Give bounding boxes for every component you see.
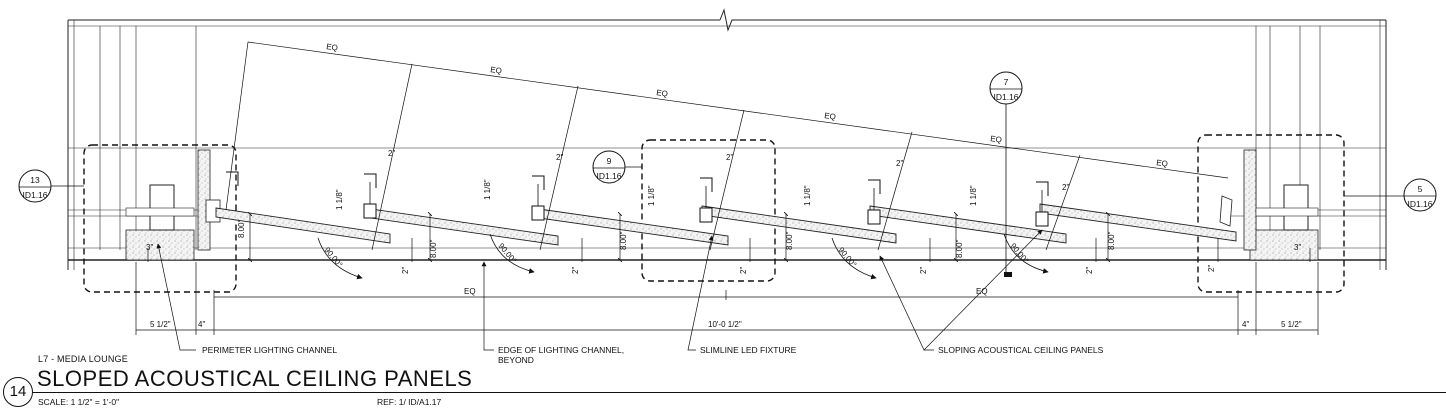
panel-clip-block (867, 209, 881, 225)
panel-clip-block (363, 203, 377, 219)
dim-eight-6: 8.00" (1107, 231, 1116, 250)
perimeter-lighting-channel-left (125, 149, 221, 261)
dim-two-top-2: 2" (556, 153, 563, 162)
panel-hanger-clip (700, 177, 713, 192)
detail-bubble-13[interactable]: 13 ID1.16 (18, 169, 84, 203)
bubble-13-sheet: ID1.16 (22, 190, 47, 200)
perimeter-lighting-channel-right (1219, 149, 1319, 261)
panel-hanger-clip (226, 171, 239, 186)
horizontal-dimensions (135, 248, 1319, 335)
drawing-subtitle: L7 - MEDIA LOUNGE (38, 354, 128, 364)
dim-right-gap: 4" (1242, 320, 1249, 329)
dim-eight-3: 8.00" (619, 231, 628, 250)
callout-slimline-led: SLIMLINE LED FIXTURE (700, 345, 797, 355)
bubble-5-num: 5 (1418, 184, 1423, 194)
angle-2: 90.00° (496, 242, 518, 266)
acoustical-panel (1039, 203, 1237, 242)
dim-eighth-4: 1 1/8" (803, 185, 812, 206)
dim-two-5: 2" (1085, 267, 1094, 274)
panel-clip-block (531, 205, 545, 221)
dim-two-1: 2" (401, 267, 410, 274)
callout-perimeter-lighting: PERIMETER LIGHTING CHANNEL (202, 345, 337, 355)
callout-beyond: BEYOND (498, 355, 534, 365)
callouts: PERIMETER LIGHTING CHANNEL EDGE OF LIGHT… (202, 345, 1104, 365)
panel-hanger-clip (532, 175, 545, 190)
drawing-title: SLOPED ACOUSTICAL CEILING PANELS (37, 366, 473, 391)
eq-label-5: EQ (990, 134, 1003, 145)
acoustical-panel (531, 207, 729, 246)
callout-sloping-panels: SLOPING ACOUSTICAL CEILING PANELS (938, 345, 1104, 355)
dim-eighth-2: 1 1/8" (483, 179, 492, 200)
acoustical-panel (363, 207, 559, 246)
dim-right-offset: 5 1/2" (1281, 320, 1302, 329)
bubble-9-sheet: ID1.16 (596, 171, 621, 181)
drawing-reference: REF: 1/ ID/A1.17 (377, 397, 442, 407)
break-line (719, 8, 738, 32)
bubble-7-sheet: ID1.16 (993, 92, 1018, 102)
dim-two-top-4: 2" (896, 159, 903, 168)
eq-label-3: EQ (656, 88, 669, 99)
eq-label-2: EQ (490, 65, 503, 76)
dim-two-top-3: 2" (726, 153, 733, 162)
detail-box-9 (641, 139, 776, 282)
callout-leaders (156, 229, 1043, 351)
dim-eight-1: 8.00" (237, 219, 246, 238)
dim-two-2: 2" (571, 267, 580, 274)
bubble-13-num: 13 (30, 175, 40, 185)
eq-label-1: EQ (326, 42, 339, 53)
dim-eighth-5: 1 1/8" (969, 185, 978, 206)
bubble-9-num: 9 (607, 156, 612, 166)
dimension-labels: EQ EQ EQ EQ EQ EQ EQ EQ 5 1/2" 4" 10'-0 … (146, 42, 1302, 329)
eq-label-6: EQ (1156, 158, 1169, 169)
drawing-scale: SCALE: 1 1/2" = 1'-0" (38, 397, 120, 407)
detail-bubble-5[interactable]: 5 ID1.16 (1344, 178, 1437, 212)
dim-eighth-1: 1 1/8" (335, 189, 344, 210)
dim-two-top-5: 2" (1062, 183, 1069, 192)
dim-eight-2: 8.00" (429, 239, 438, 258)
dim-overall: 10'-0 1/2" (708, 320, 742, 329)
dim-two-top-1: 2" (388, 149, 395, 158)
dim-two-6: 2" (1207, 265, 1216, 272)
dim-two-3: 2" (739, 267, 748, 274)
panel-hanger-clip (1036, 181, 1049, 196)
angle-1: 90.00° (322, 246, 344, 270)
acoustical-panel (701, 205, 897, 244)
acoustical-panel (215, 207, 391, 244)
angle-3: 90.00° (836, 246, 858, 270)
view-number-bubble: 14 (3, 377, 33, 407)
detail-box-5 (1197, 134, 1345, 293)
panel-clip-block (1035, 211, 1049, 227)
detail-bubble-7[interactable]: 7 ID1.16 (989, 71, 1023, 277)
callout-edge-lighting-channel: EDGE OF LIGHTING CHANNEL, (498, 345, 624, 355)
dim-eighth-3: 1 1/8" (647, 185, 656, 206)
eq-label-4: EQ (824, 111, 837, 122)
dim-three-right: 3" (1294, 243, 1301, 252)
dim-eight-5: 8.00" (955, 239, 964, 258)
sloped-panels (215, 171, 1237, 262)
panel-hanger-clip (868, 179, 881, 194)
dim-three-left: 3" (146, 243, 153, 252)
title-underline (33, 392, 1446, 393)
bubble-5-sheet: ID1.16 (1407, 199, 1432, 209)
dim-left-offset: 5 1/2" (150, 320, 171, 329)
eq-label-bottom-left: EQ (464, 287, 476, 296)
panel-clip-block (699, 207, 713, 223)
dim-eight-4: 8.00" (785, 231, 794, 250)
detail-bubble-9[interactable]: 9 ID1.16 (592, 150, 642, 184)
bubble-7-num: 7 (1004, 77, 1009, 87)
dim-two-4: 2" (919, 267, 928, 274)
eq-dimension-lines (225, 41, 1229, 251)
angle-arcs (317, 233, 1049, 280)
panel-hanger-clip (364, 173, 377, 188)
dim-left-gap: 4" (198, 320, 205, 329)
